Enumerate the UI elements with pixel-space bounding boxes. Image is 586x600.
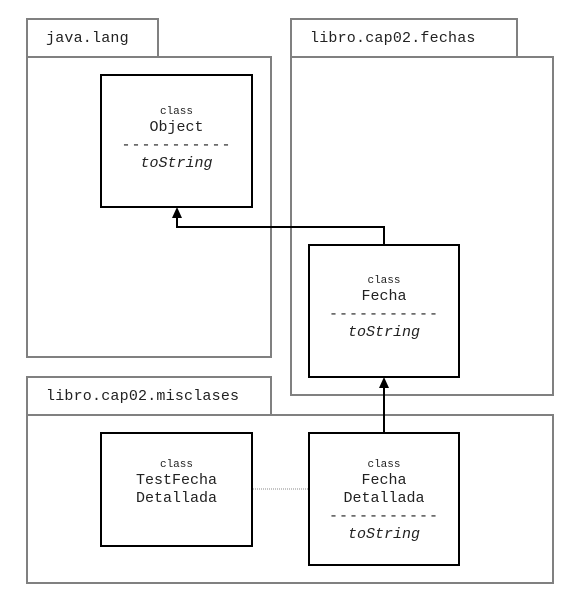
class-name-line-1: Fecha	[361, 472, 407, 489]
class-separator: -----------	[328, 306, 440, 323]
class-name-line-2: Detallada	[343, 490, 425, 507]
class-method: toString	[347, 526, 420, 543]
inheritance-arrowhead-fecha	[379, 377, 389, 388]
class-name: Fecha	[361, 288, 407, 305]
class-method: toString	[347, 324, 420, 341]
package-name-fechas: libro.cap02.fechas	[310, 30, 476, 47]
class-name-line-2: Detallada	[135, 490, 217, 507]
class-name-line-1: TestFecha	[135, 472, 217, 489]
class-keyword: class	[367, 275, 401, 287]
class-object: class Object ----------- toString	[100, 74, 253, 208]
class-method: toString	[140, 155, 213, 172]
class-keyword: class	[159, 106, 193, 118]
inheritance-arrowhead-object	[172, 207, 182, 218]
class-keyword: class	[367, 459, 401, 471]
class-name: Object	[149, 119, 204, 136]
package-name-java-lang: java.lang	[46, 30, 129, 47]
package-tab-fechas: libro.cap02.fechas	[290, 18, 518, 58]
inheritance-line-fecha-object	[176, 217, 385, 244]
class-keyword: class	[159, 459, 193, 471]
package-tab-misclases: libro.cap02.misclases	[26, 376, 272, 416]
class-separator: -----------	[121, 137, 232, 154]
class-fecha-detallada: class Fecha Detallada ----------- toStri…	[308, 432, 460, 566]
package-name-misclases: libro.cap02.misclases	[46, 388, 240, 405]
package-tab-java-lang: java.lang	[26, 18, 159, 58]
class-separator: -----------	[328, 508, 440, 525]
class-test-fecha-detallada: class TestFecha Detallada	[100, 432, 253, 547]
